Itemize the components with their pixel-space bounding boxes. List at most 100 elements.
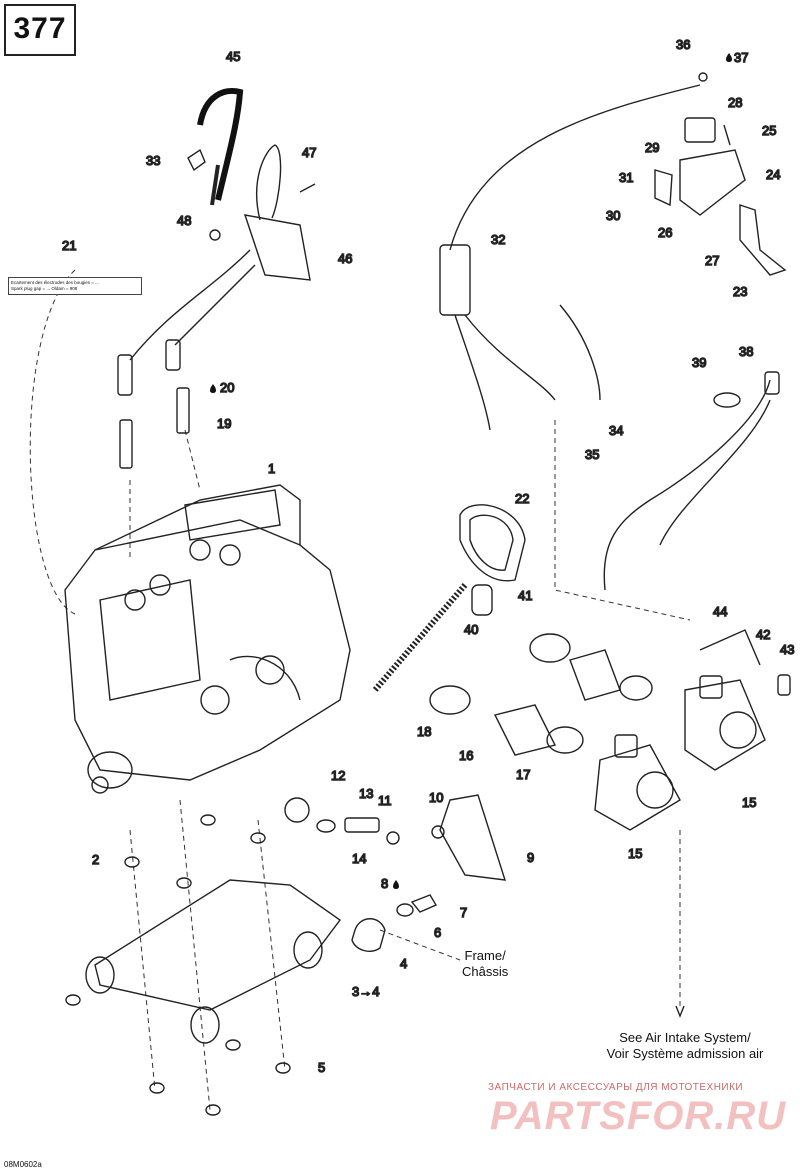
callout-47: 47 bbox=[302, 145, 316, 160]
oil-drop-icon bbox=[210, 384, 216, 393]
air-intake-fr: Voir Système admission air bbox=[606, 1046, 764, 1061]
callout-19: 19 bbox=[217, 416, 231, 431]
callout-43: 43 bbox=[780, 642, 794, 657]
part-19-spark-plug bbox=[176, 387, 190, 434]
callout-18: 18 bbox=[417, 724, 431, 739]
part-15-carburetor-left bbox=[594, 734, 681, 831]
part-4-mount bbox=[351, 918, 386, 952]
callout-7: 7 bbox=[460, 905, 467, 920]
callout-22: 22 bbox=[515, 491, 529, 506]
frame-note: Frame/ Châssis bbox=[462, 948, 508, 980]
callout-8: 8 bbox=[381, 876, 388, 891]
callout-11: 11 bbox=[378, 793, 392, 808]
part-31-plate bbox=[654, 169, 673, 207]
callout-13: 13 bbox=[359, 786, 373, 801]
callout-44: 44 bbox=[713, 604, 727, 619]
callout-45: 45 bbox=[226, 49, 240, 64]
part-43-fitting bbox=[777, 674, 791, 696]
part-23-bracket bbox=[739, 204, 787, 276]
part-22-air-box bbox=[459, 504, 526, 582]
clamp-upper bbox=[529, 633, 571, 663]
callout-5: 5 bbox=[318, 1060, 325, 1075]
callout-42: 42 bbox=[756, 627, 770, 642]
callout-numbers: 1 2 3→4 4 5 6 7 8 9 10 11 12 13 14 15 15… bbox=[61, 36, 795, 1075]
part-42-throttle-link bbox=[699, 629, 761, 666]
washers-left bbox=[65, 814, 291, 1116]
callout-23: 23 bbox=[733, 284, 747, 299]
chassis-label: Châssis bbox=[462, 964, 509, 979]
air-intake-arrow bbox=[675, 1005, 685, 1018]
callout-33: 33 bbox=[146, 153, 160, 168]
callout-15-right: 15 bbox=[742, 795, 756, 810]
callout-37: 37 bbox=[734, 50, 748, 65]
callout-10: 10 bbox=[429, 790, 443, 805]
part-46-ignition-coil bbox=[117, 144, 311, 396]
part-39-washer bbox=[713, 392, 741, 408]
callout-36: 36 bbox=[676, 37, 690, 52]
part-32-throttle-cable bbox=[439, 84, 701, 431]
page-number: 377 bbox=[13, 12, 67, 45]
part-40-spring bbox=[372, 583, 468, 692]
callout-35: 35 bbox=[585, 447, 599, 462]
callout-26: 26 bbox=[658, 225, 672, 240]
part-9-bracket bbox=[439, 794, 506, 881]
callout-3-to-4: 3→4 bbox=[352, 984, 379, 999]
callout-28: 28 bbox=[728, 95, 742, 110]
boot-upper bbox=[569, 649, 621, 701]
callout-46: 46 bbox=[338, 251, 352, 266]
part-7-bolt bbox=[410, 894, 438, 913]
callout-17: 17 bbox=[516, 767, 530, 782]
part-15-carburetor-right bbox=[684, 675, 766, 771]
air-intake-note: See Air Intake System/ Voir Système admi… bbox=[580, 1030, 790, 1062]
part-12-bushing bbox=[284, 797, 310, 823]
part-10-nut bbox=[431, 825, 445, 839]
clamp-upper-2 bbox=[619, 675, 653, 701]
callout-32: 32 bbox=[491, 232, 505, 247]
engine-mount-frame bbox=[85, 879, 341, 1044]
callout-4: 4 bbox=[400, 956, 407, 971]
callout-31: 31 bbox=[619, 170, 633, 185]
oil-drop-icon bbox=[393, 880, 399, 889]
part-45-hose bbox=[197, 88, 244, 206]
watermark-caption: ЗАПЧАСТИ И АКСЕССУАРЫ ДЛЯ МОТОТЕХНИКИ bbox=[488, 1082, 744, 1093]
oil-drop-icon bbox=[726, 53, 732, 62]
page-number-badge: 377 bbox=[4, 4, 76, 56]
callout-14: 14 bbox=[352, 851, 366, 866]
callout-39: 39 bbox=[692, 355, 706, 370]
part-18-clamp bbox=[429, 685, 471, 715]
part-33-clip bbox=[187, 148, 206, 172]
callout-21: 21 bbox=[62, 238, 76, 253]
part-38-choke-cable bbox=[603, 371, 780, 591]
callout-2: 2 bbox=[92, 852, 99, 867]
spark-label-line-1: Ecartement des électrodes des bougies = … bbox=[11, 280, 99, 285]
callout-48: 48 bbox=[177, 213, 191, 228]
callout-29: 29 bbox=[645, 140, 659, 155]
part-13-washer bbox=[316, 819, 336, 833]
callout-30: 30 bbox=[606, 208, 620, 223]
callout-41: 41 bbox=[518, 588, 532, 603]
callout-38: 38 bbox=[739, 344, 753, 359]
watermark-logo: PARTSFOR.RU bbox=[490, 1094, 787, 1138]
oil-drop-icons bbox=[210, 53, 732, 889]
part-16-boot bbox=[493, 704, 557, 756]
callout-1: 1 bbox=[268, 461, 275, 476]
callout-16: 16 bbox=[459, 748, 473, 763]
callout-40: 40 bbox=[464, 622, 478, 637]
leader-21 bbox=[29, 269, 79, 616]
callout-27: 27 bbox=[705, 253, 719, 268]
callout-15-left: 15 bbox=[628, 846, 642, 861]
leader-19 bbox=[184, 429, 201, 491]
leader-frame bbox=[379, 929, 461, 961]
part-17-clamp bbox=[546, 726, 584, 754]
callout-25: 25 bbox=[762, 123, 776, 138]
part-41-tube bbox=[471, 584, 493, 616]
drawing-code: 08M0602a bbox=[4, 1160, 42, 1169]
part-14-nut bbox=[386, 831, 400, 845]
part-48-nut bbox=[209, 229, 221, 241]
part-11-spacer bbox=[344, 817, 380, 833]
callout-12: 12 bbox=[331, 768, 345, 783]
part-1-engine bbox=[64, 484, 351, 794]
part-36-nut bbox=[698, 72, 708, 82]
